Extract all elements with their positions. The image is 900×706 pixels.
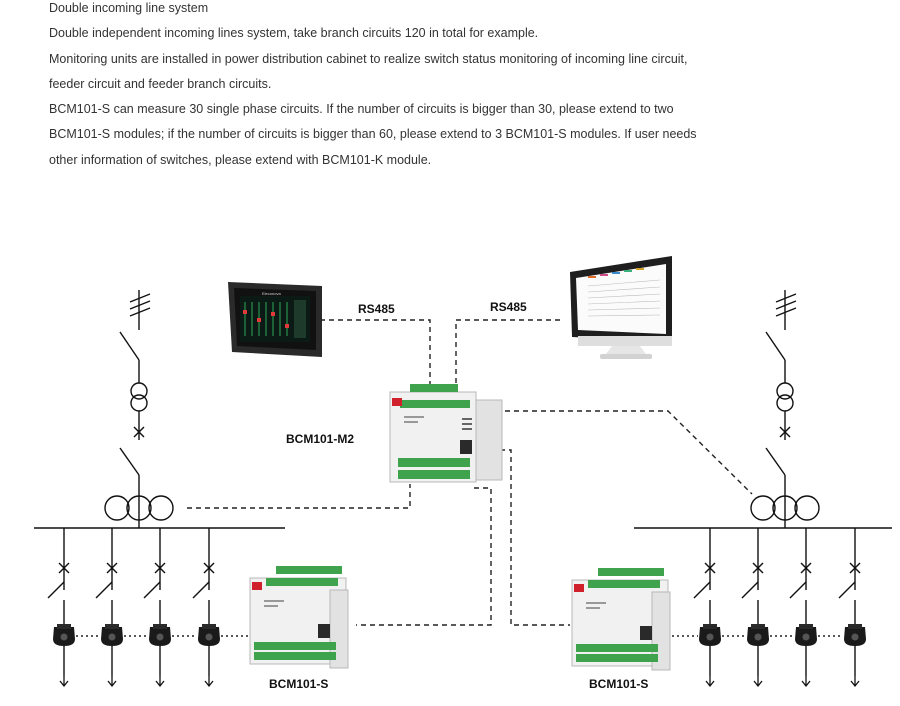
hmi-panel: Eleconova bbox=[228, 282, 322, 357]
right-incoming-line bbox=[634, 290, 892, 529]
text-line-3: Monitoring units are installed in power … bbox=[49, 51, 688, 66]
text-line-1: Double incoming line system bbox=[49, 1, 209, 15]
text-line-4: feeder circuit and feeder branch circuit… bbox=[49, 76, 272, 91]
rs485-left-label: RS485 bbox=[358, 302, 395, 316]
bcm101-s-right-label: BCM101-S bbox=[589, 677, 648, 691]
monitor bbox=[570, 256, 672, 359]
bcm101-s-left-module bbox=[249, 566, 349, 669]
bcm101-s-right-module bbox=[571, 568, 671, 671]
bcm101-m2-label: BCM101-M2 bbox=[286, 432, 354, 446]
text-line-2: Double independent incoming lines system… bbox=[49, 26, 539, 41]
bcm101-s-left-label: BCM101-S bbox=[269, 677, 328, 691]
hmi-brand: Eleconova bbox=[262, 291, 281, 296]
text-line-7: other information of switches, please ex… bbox=[49, 152, 432, 167]
left-feeder-branches bbox=[47, 528, 210, 676]
right-feeder-branches bbox=[693, 528, 856, 676]
text-line-5: BCM101-S can measure 30 single phase cir… bbox=[49, 102, 674, 117]
description-text: Double incoming line system Double indep… bbox=[49, 0, 749, 177]
text-line-6: BCM101-S modules; if the number of circu… bbox=[49, 127, 697, 142]
bcm101-m2-module bbox=[389, 384, 503, 483]
rs485-right-label: RS485 bbox=[490, 300, 527, 314]
